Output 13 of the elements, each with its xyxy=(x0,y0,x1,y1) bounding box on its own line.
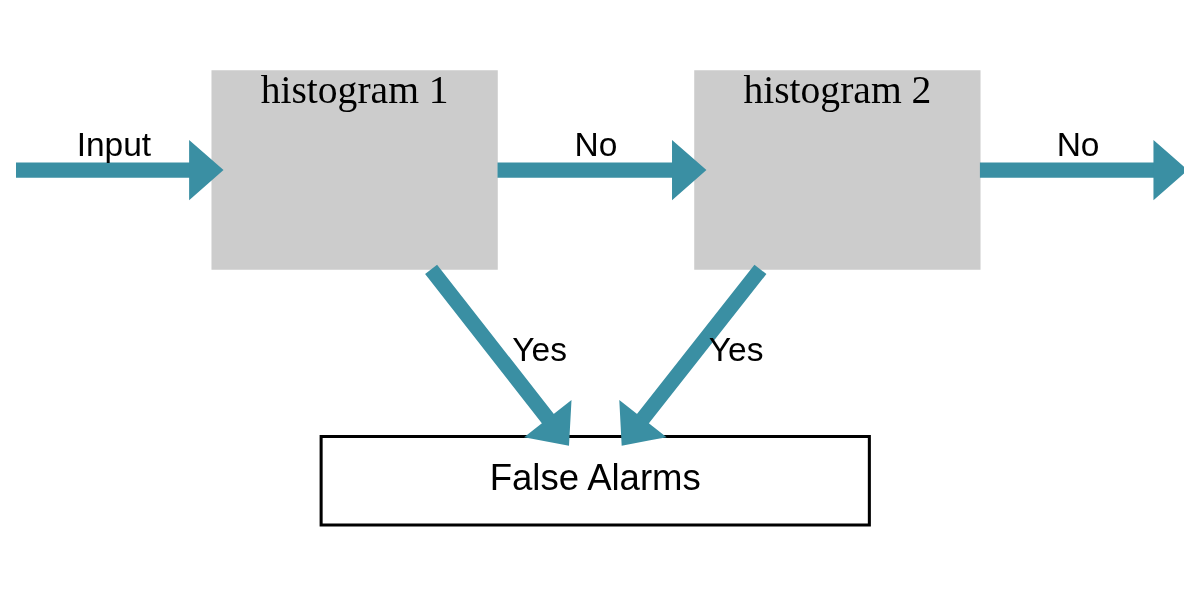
arrow xyxy=(497,139,707,201)
arrow xyxy=(619,264,767,446)
edge-label: No xyxy=(574,125,618,163)
node-box: False Alarms xyxy=(319,435,871,527)
arrow xyxy=(425,264,572,446)
edge-label: Yes xyxy=(512,331,567,369)
edge-label: No xyxy=(1056,125,1100,163)
edge-label: Yes xyxy=(708,331,764,369)
node-box: histogram 1 xyxy=(211,70,498,270)
node-box: histogram 2 xyxy=(694,70,981,270)
arrow xyxy=(16,139,224,201)
arrow xyxy=(979,139,1184,201)
edge-label: Input xyxy=(76,125,152,163)
